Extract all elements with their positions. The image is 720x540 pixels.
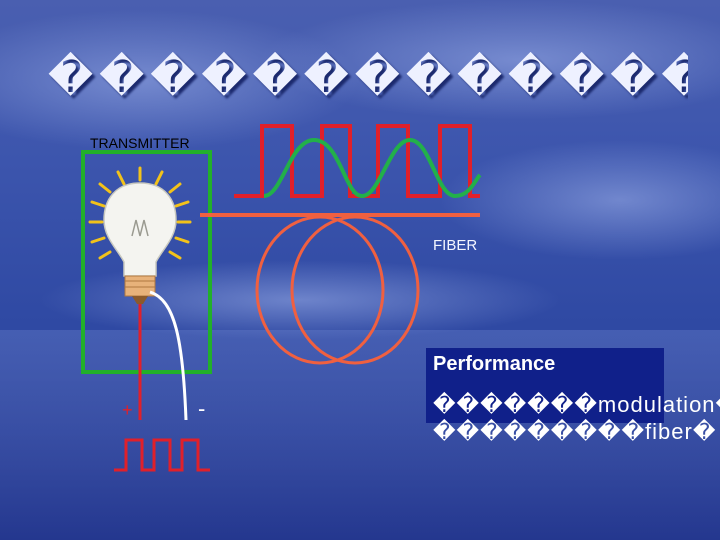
fiber-label: FIBER — [433, 237, 478, 254]
slide-title: �������������� — [48, 53, 688, 102]
transmitter-box — [81, 150, 212, 374]
performance-heading: Performance — [433, 353, 556, 375]
light-bulb-icon — [103, 182, 177, 304]
plus-sign: + — [122, 400, 133, 420]
fiber-coil-1 — [255, 215, 385, 365]
performance-line-2: ���������fiber� — [433, 419, 717, 444]
optical-wave-signal — [263, 137, 482, 199]
performance-box: Performance �������modulation� ���������… — [426, 348, 720, 444]
transmitter-label: TRANSMITTER — [90, 135, 190, 151]
performance-line-1: �������modulation� — [433, 392, 720, 417]
negative-wire — [149, 290, 188, 421]
minus-sign: - — [198, 396, 205, 421]
input-pulse-signal — [114, 438, 210, 472]
bulb-glow-rays — [88, 166, 192, 260]
fiber-coil-2 — [290, 215, 420, 365]
